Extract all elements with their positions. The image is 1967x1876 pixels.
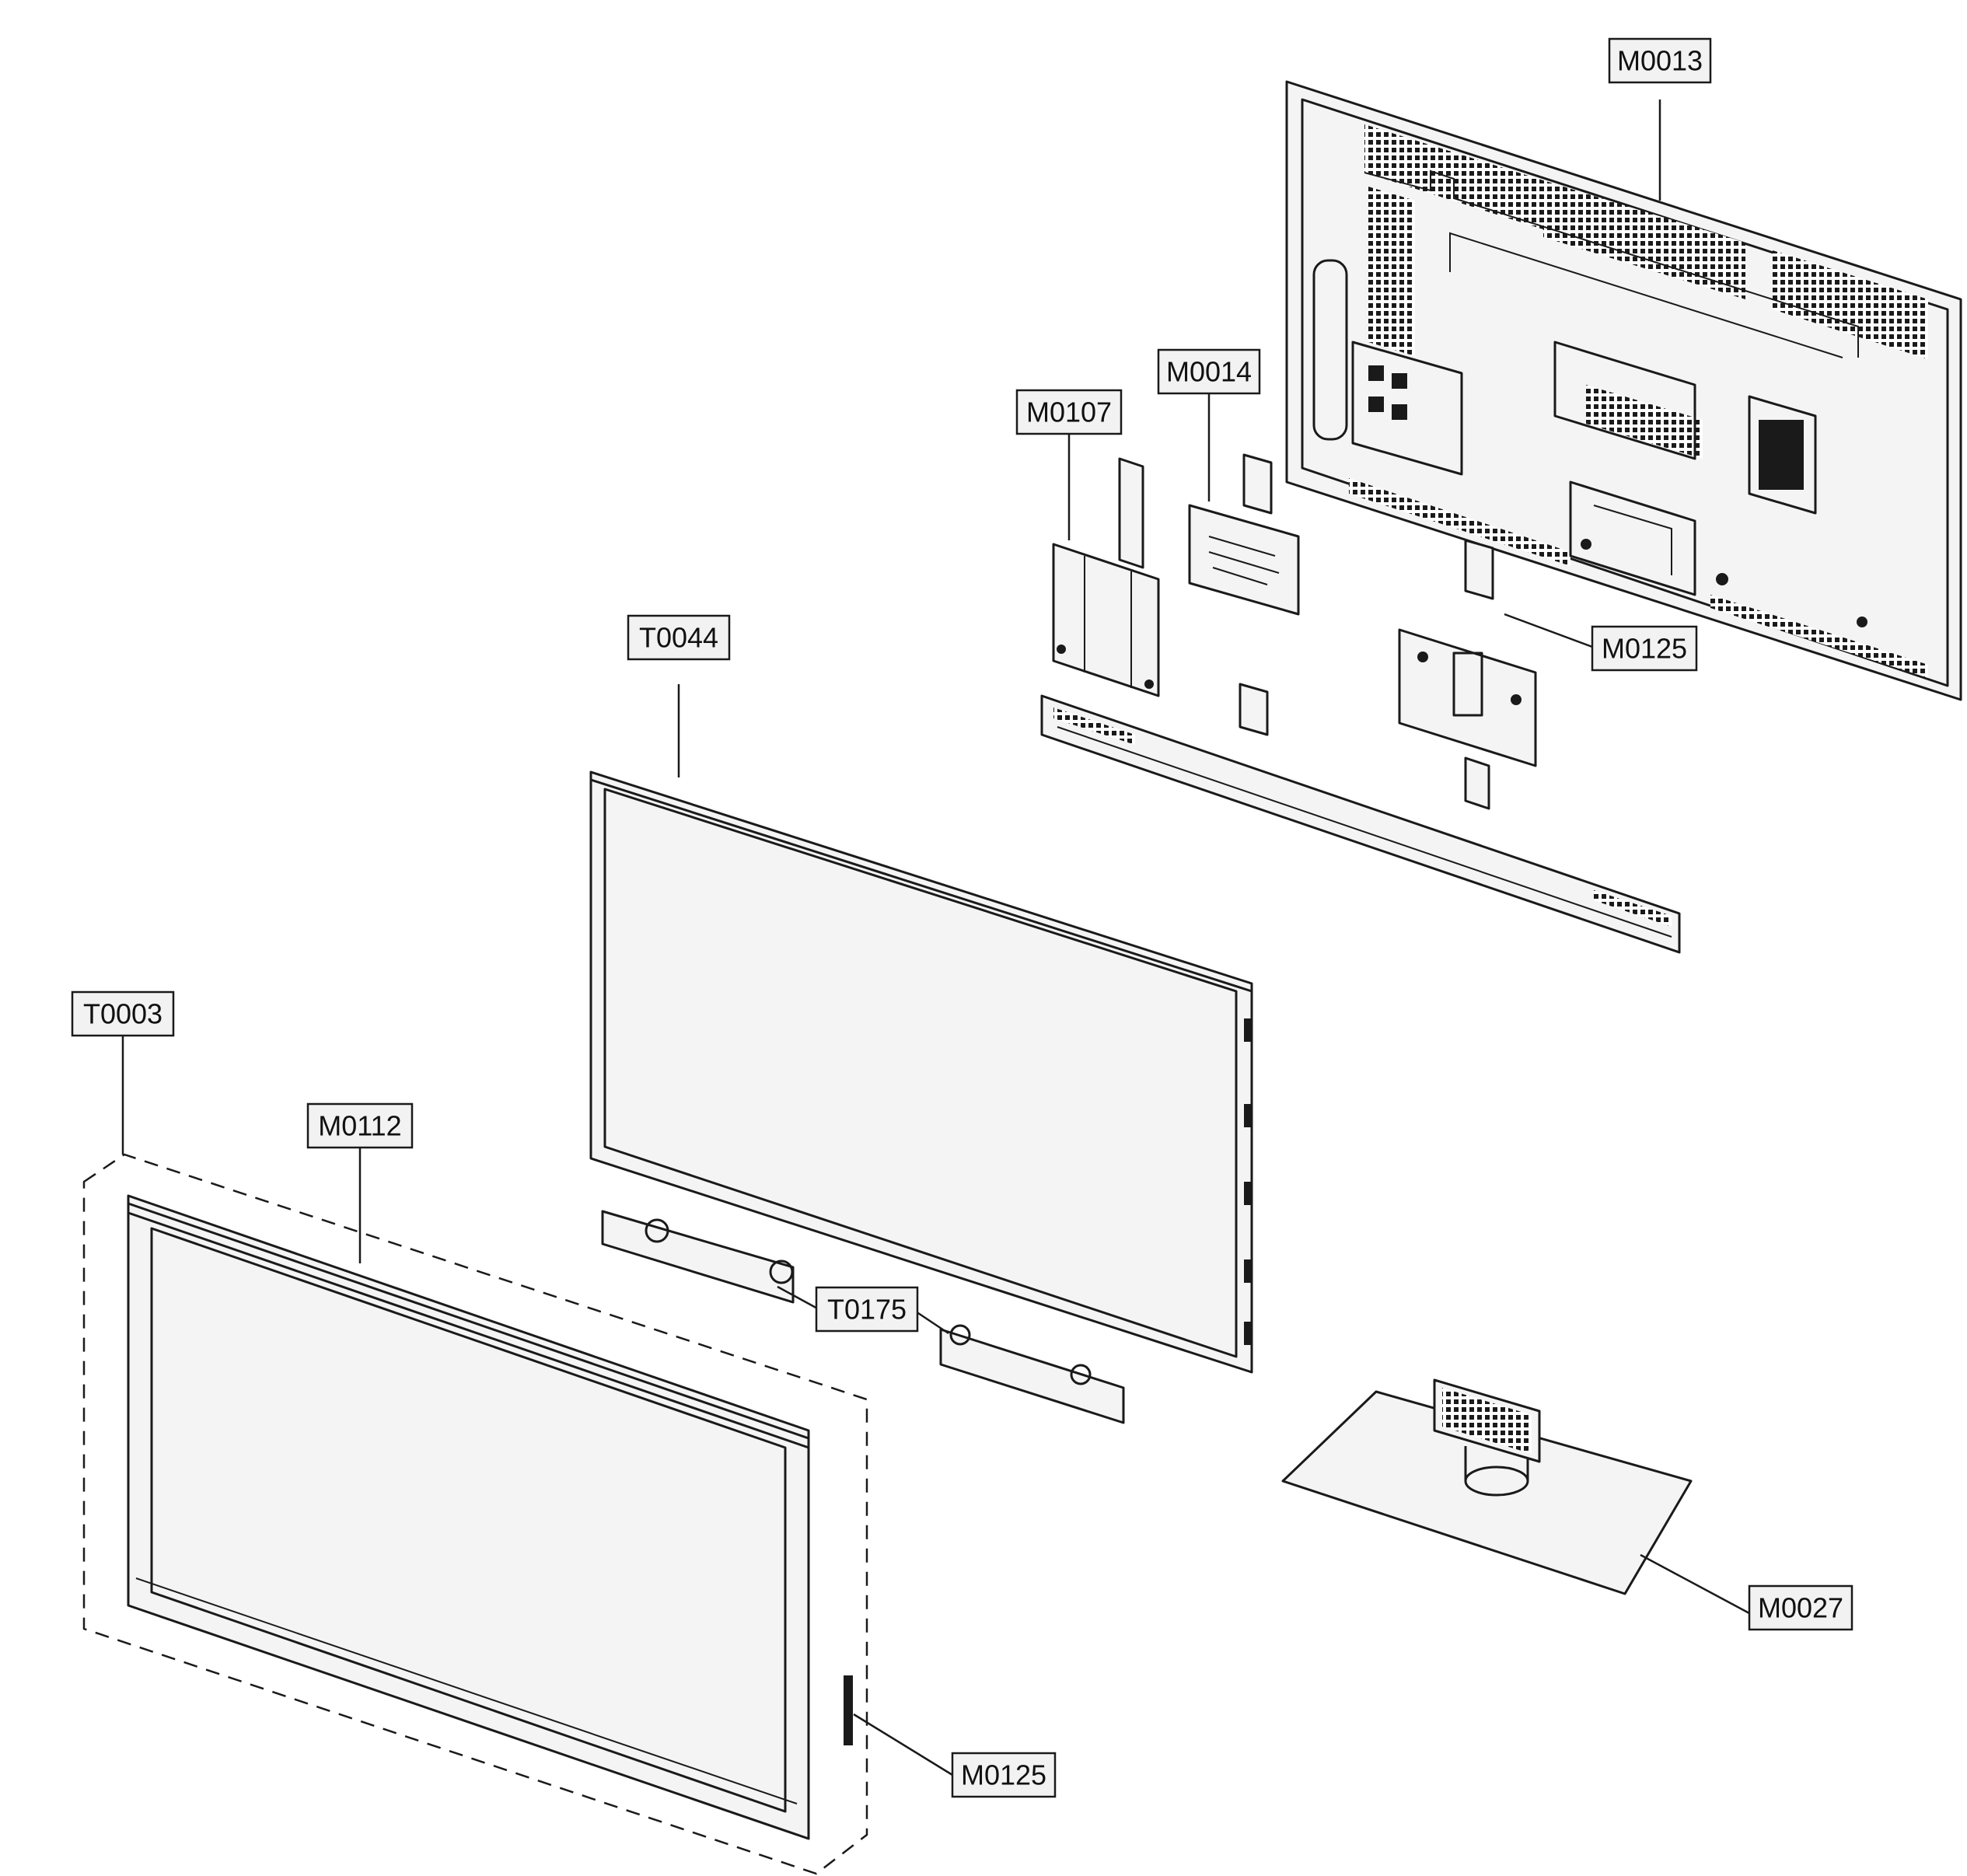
stand xyxy=(1281,1378,1693,1595)
svg-text:T0044: T0044 xyxy=(639,622,718,654)
svg-text:M0125: M0125 xyxy=(1602,633,1687,665)
speakers xyxy=(601,1210,1125,1424)
callout-t0003: T0003 xyxy=(71,990,175,1037)
callout-m0112: M0112 xyxy=(306,1102,414,1149)
svg-text:M0013: M0013 xyxy=(1617,45,1703,77)
small-bracket-parts xyxy=(1040,453,1681,954)
callout-m0107: M0107 xyxy=(1015,389,1123,435)
callout-m0125-bottom: M0125 xyxy=(951,1752,1057,1798)
callout-m0125-top: M0125 xyxy=(1591,625,1698,672)
svg-text:T0175: T0175 xyxy=(827,1294,907,1326)
rear-cover xyxy=(1285,80,1962,701)
display-panel xyxy=(589,770,1253,1374)
callout-m0013: M0013 xyxy=(1608,37,1712,84)
svg-text:M0125: M0125 xyxy=(961,1759,1046,1791)
callout-t0044: T0044 xyxy=(627,614,731,661)
svg-text:M0027: M0027 xyxy=(1758,1592,1843,1624)
svg-text:M0014: M0014 xyxy=(1166,356,1252,388)
svg-text:M0107: M0107 xyxy=(1026,397,1112,428)
leader-lines xyxy=(121,100,1750,1776)
front-bezel xyxy=(82,1153,868,1875)
svg-text:M0112: M0112 xyxy=(318,1110,401,1142)
callout-m0014: M0014 xyxy=(1157,348,1261,395)
svg-text:T0003: T0003 xyxy=(83,998,162,1030)
callout-m0027: M0027 xyxy=(1748,1584,1853,1631)
callout-t0175: T0175 xyxy=(815,1286,919,1333)
